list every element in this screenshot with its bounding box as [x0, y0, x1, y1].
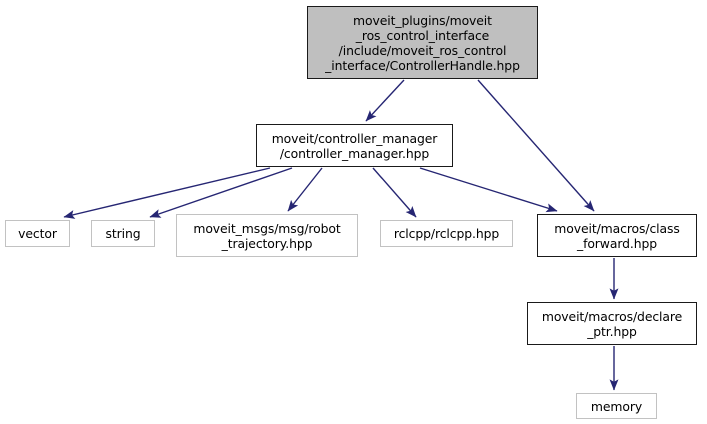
graph-node-label-robot-trajectory-hpp: moveit_msgs/msg/robot _trajectory.hpp: [193, 220, 341, 251]
graph-node-declare-ptr-hpp[interactable]: moveit/macros/declare _ptr.hpp: [527, 302, 697, 345]
graph-node-label-memory: memory: [590, 398, 643, 414]
graph-node-label-controller-handle-hpp: moveit_plugins/moveit _ros_control_inter…: [325, 12, 520, 73]
graph-node-controller-handle-hpp[interactable]: moveit_plugins/moveit _ros_control_inter…: [307, 6, 538, 79]
graph-edge-controller-manager-hpp-to-robot-trajectory-hpp: [287, 167, 323, 212]
graph-edge-controller-manager-hpp-to-class-forward-hpp: [419, 167, 558, 213]
edge-layer: [63, 79, 619, 391]
graph-edge-controller-manager-hpp-to-string: [149, 167, 293, 218]
graph-node-label-controller-manager-hpp: moveit/controller_manager /controller_ma…: [271, 130, 438, 161]
graph-edge-controller-manager-hpp-to-rclcpp-hpp: [372, 167, 417, 218]
graph-node-label-declare-ptr-hpp: moveit/macros/declare _ptr.hpp: [541, 308, 683, 339]
graph-edge-controller-manager-hpp-to-vector: [63, 167, 271, 219]
graph-node-string[interactable]: string: [91, 220, 155, 247]
graph-node-rclcpp-hpp[interactable]: rclcpp/rclcpp.hpp: [380, 220, 513, 247]
graph-node-label-rclcpp-hpp: rclcpp/rclcpp.hpp: [393, 226, 500, 241]
graph-node-label-string: string: [105, 226, 141, 241]
graph-node-controller-manager-hpp[interactable]: moveit/controller_manager /controller_ma…: [256, 124, 453, 167]
graph-edge-controller-handle-hpp-to-controller-manager-hpp: [365, 79, 405, 122]
graph-node-robot-trajectory-hpp[interactable]: moveit_msgs/msg/robot _trajectory.hpp: [176, 214, 358, 257]
graph-node-label-vector: vector: [18, 226, 57, 241]
graph-node-vector[interactable]: vector: [5, 220, 70, 247]
graph-node-class-forward-hpp[interactable]: moveit/macros/class _forward.hpp: [537, 214, 697, 257]
graph-node-memory[interactable]: memory: [576, 393, 657, 419]
graph-node-label-class-forward-hpp: moveit/macros/class _forward.hpp: [554, 220, 680, 251]
graph-edge-controller-handle-hpp-to-class-forward-hpp: [477, 79, 595, 212]
